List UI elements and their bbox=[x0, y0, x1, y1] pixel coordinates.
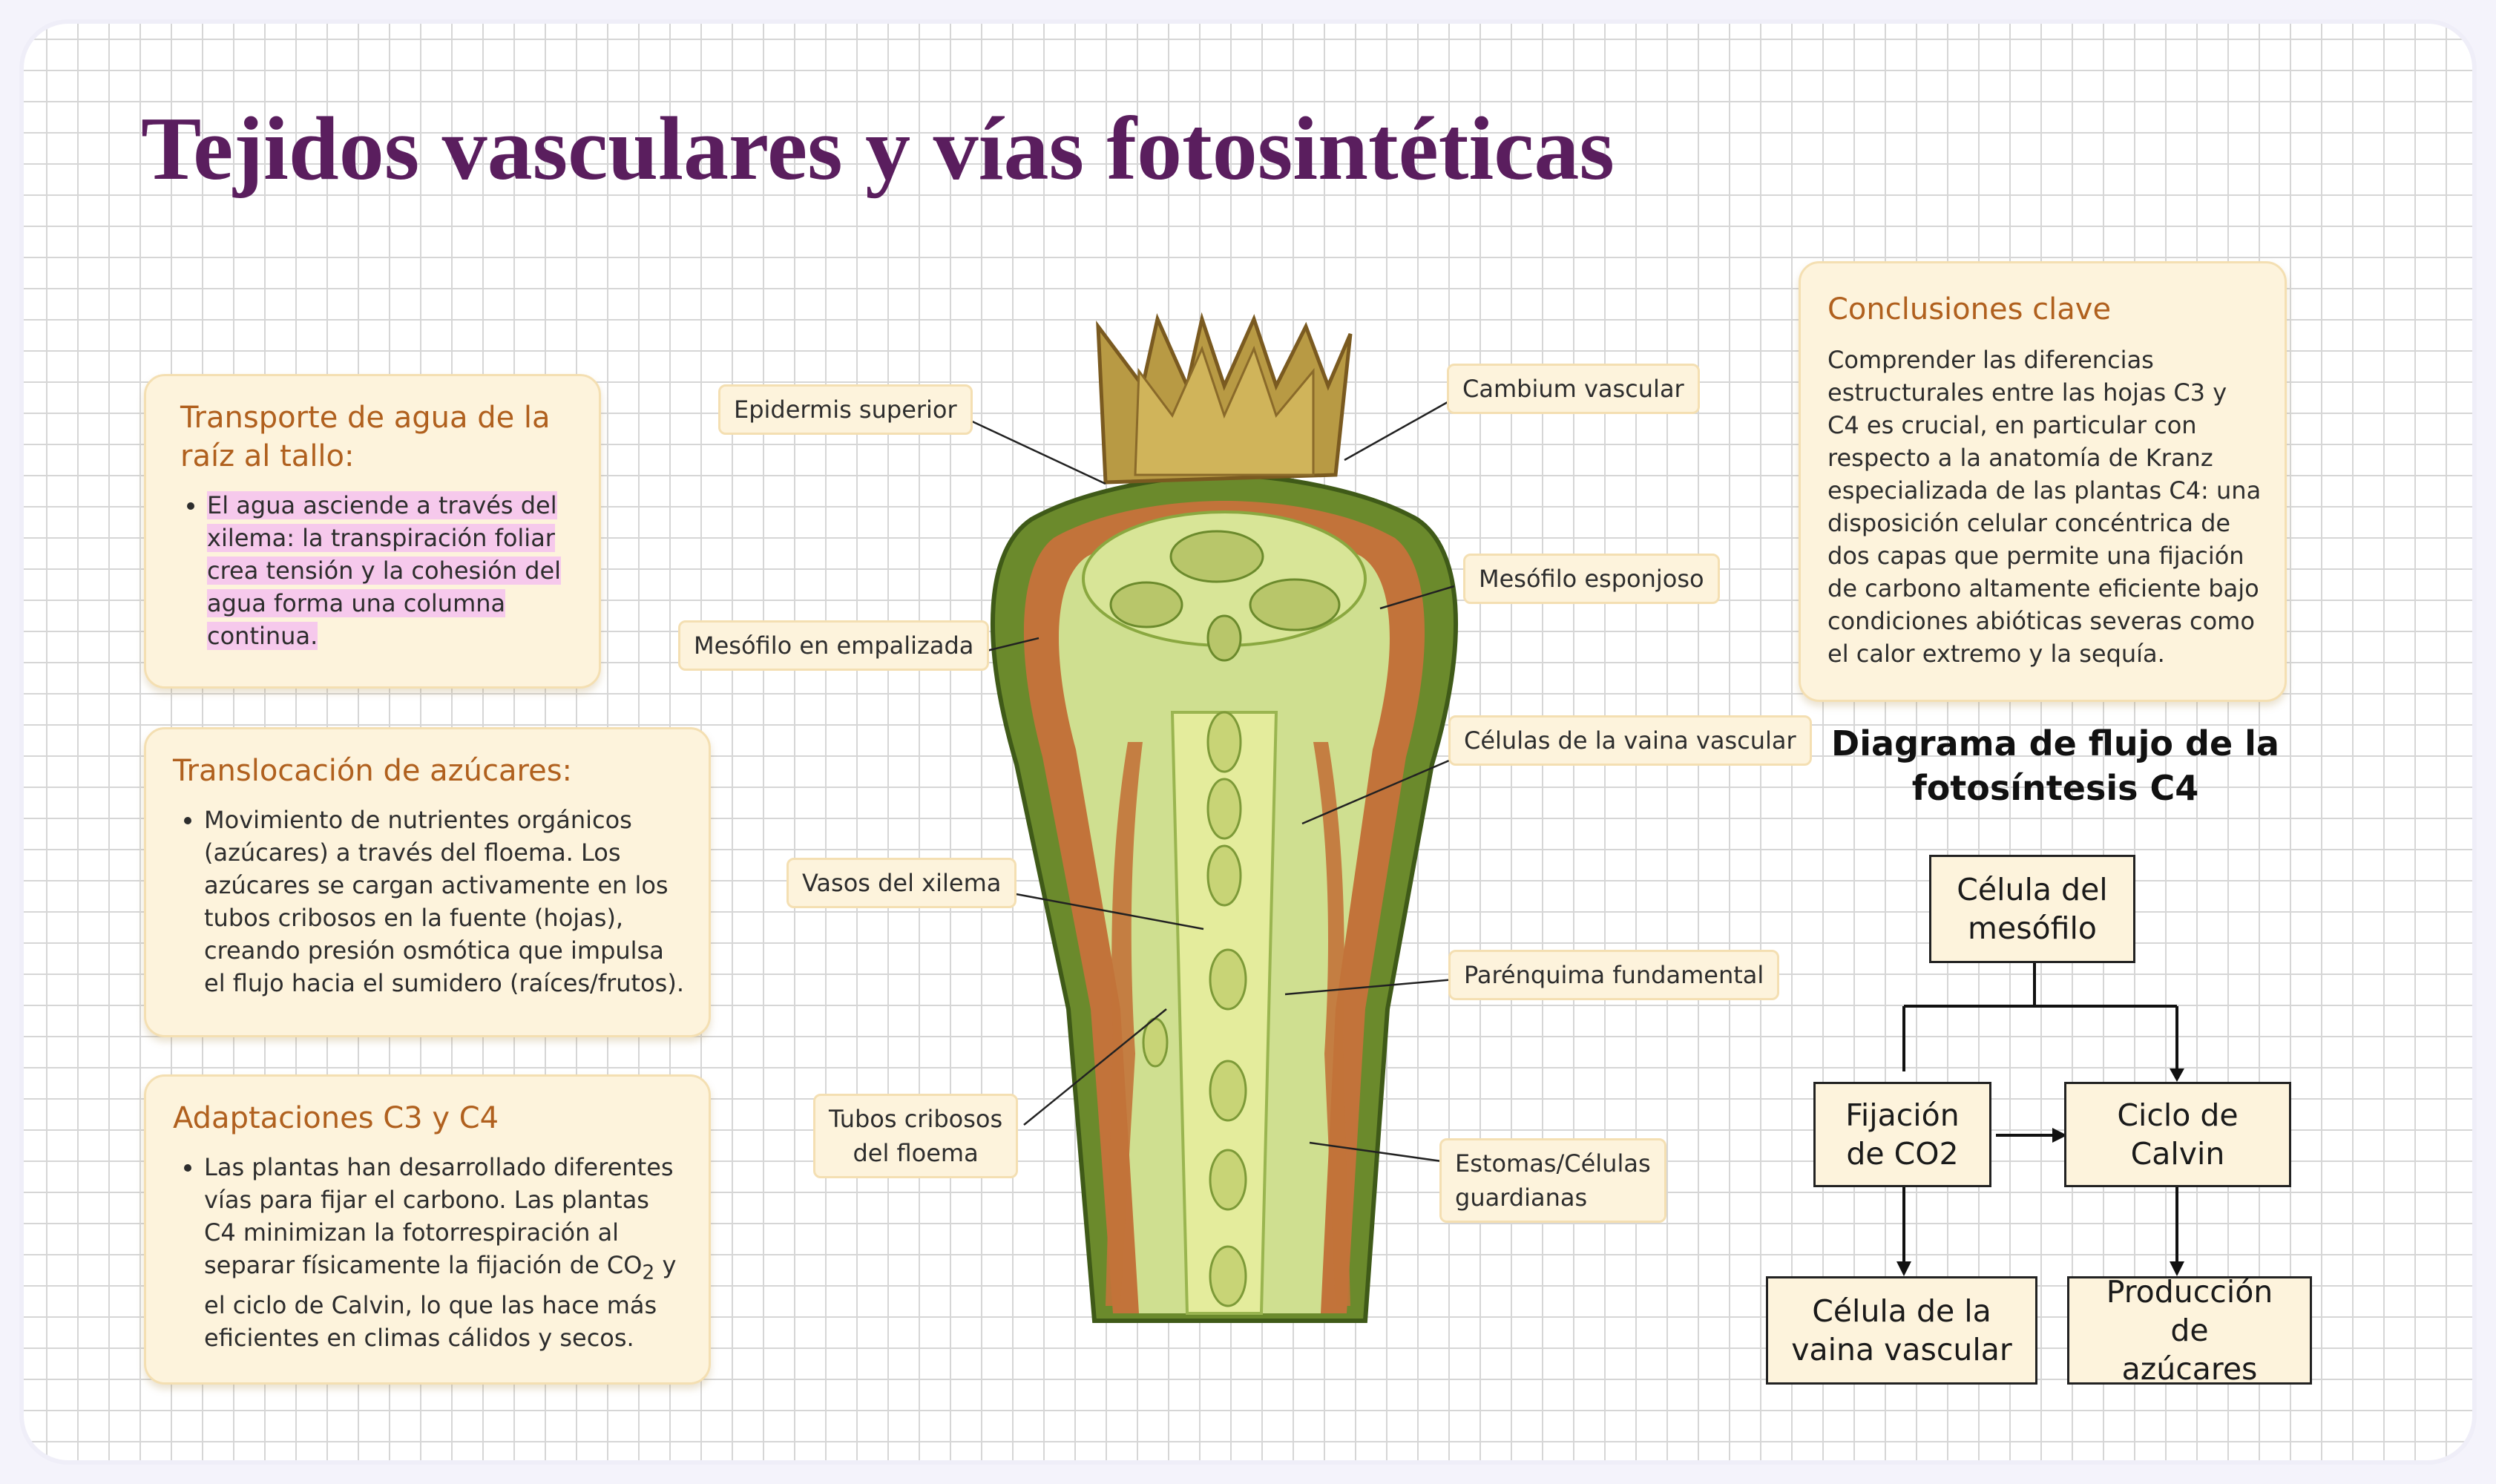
card-heading: Conclusiones clave bbox=[1827, 292, 2112, 326]
flow-arrowheads bbox=[1896, 1068, 2184, 1276]
flow-box-mesophyll: Célula del mesófilo bbox=[1929, 855, 2135, 963]
card-bullets: Las plantas han desarrollado diferentes … bbox=[173, 1151, 686, 1354]
label-bundle-sheath: Células de la vaina vascular bbox=[1448, 715, 1812, 766]
list-item: El agua asciende a través del xilema: la… bbox=[207, 489, 569, 652]
flow-diagram-title: Diagrama de flujo de la fotosíntesis C4 bbox=[1831, 723, 2279, 808]
label-xylem: Vasos del xilema bbox=[786, 858, 1017, 908]
label-cambium: Cambium vascular bbox=[1447, 364, 1700, 414]
list-item: Movimiento de nutrientes orgánicos (azúc… bbox=[204, 804, 686, 999]
card-heading: Translocación de azúcares: bbox=[173, 754, 573, 788]
subscript: 2 bbox=[642, 1261, 655, 1284]
flow-box-sugar-production: Producción de azúcares bbox=[2067, 1274, 2312, 1387]
page-title: Tejidos vasculares y vías fotosintéticas bbox=[141, 99, 1615, 199]
label-phloem: Tubos cribosos del floema bbox=[813, 1094, 1019, 1178]
list-item: Las plantas han desarrollado diferentes … bbox=[204, 1151, 686, 1354]
card-text: Comprender las diferencias estructurales… bbox=[1827, 346, 2262, 668]
card-water-transport: Transporte de agua de la raíz al tallo: … bbox=[144, 374, 601, 689]
card-conclusions: Conclusiones clave Comprender las difere… bbox=[1799, 261, 2287, 702]
label-epidermis: Epidermis superior bbox=[718, 384, 973, 435]
label-stomata: Estomas/Células guardianas bbox=[1439, 1138, 1666, 1223]
card-bullets: El agua asciende a través del xilema: la… bbox=[180, 489, 569, 652]
flow-box-co2-fixation: Fijación de CO2 bbox=[1813, 1082, 1991, 1187]
card-heading: Adaptaciones C3 y C4 bbox=[173, 1101, 499, 1135]
flow-box-calvin-cycle: Ciclo de Calvin bbox=[2064, 1082, 2291, 1187]
label-parenchyma: Parénquima fundamental bbox=[1448, 950, 1780, 1000]
leader-lines bbox=[968, 398, 1455, 1163]
card-sugar-translocation: Translocación de azúcares: Movimiento de… bbox=[144, 727, 711, 1037]
label-palisade-mesophyll: Mesófilo en empalizada bbox=[678, 620, 990, 671]
card-heading: Transporte de agua de la raíz al tallo: bbox=[180, 401, 551, 473]
card-c3-c4-adaptations: Adaptaciones C3 y C4 Las plantas han des… bbox=[144, 1074, 711, 1385]
label-spongy-mesophyll: Mesófilo esponjoso bbox=[1463, 554, 1720, 604]
flow-connectors bbox=[1902, 962, 2178, 1263]
stem-cross-section-illustration bbox=[991, 312, 1458, 1323]
card-bullets: Movimiento de nutrientes orgánicos (azúc… bbox=[173, 804, 686, 999]
flow-box-bundle-sheath: Célula de la vaina vascular bbox=[1766, 1276, 2037, 1385]
